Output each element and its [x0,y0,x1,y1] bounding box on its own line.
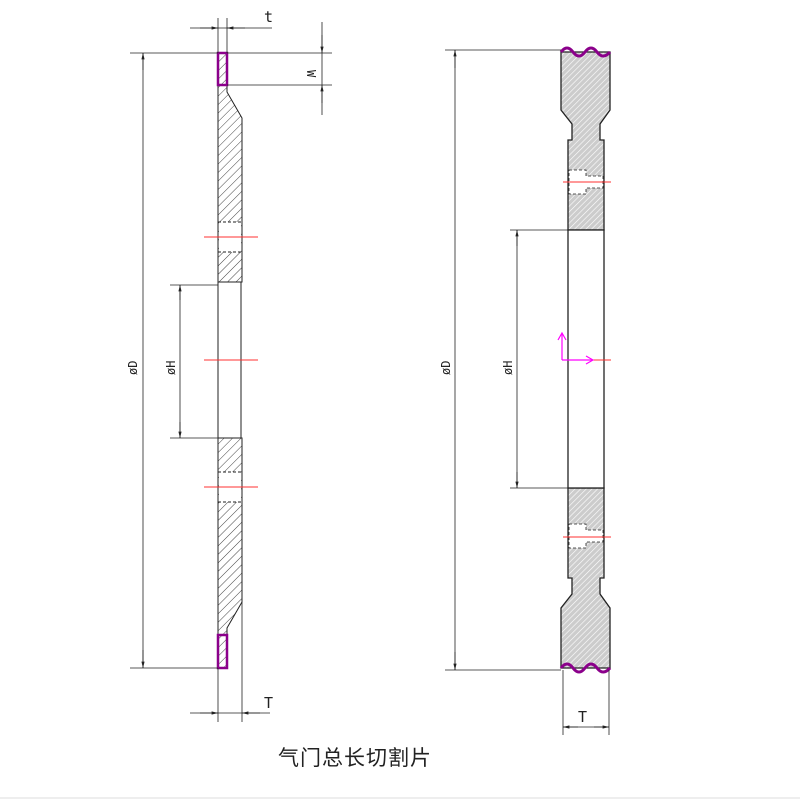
left-center-lines [204,236,258,488]
t-label: t [264,8,273,26]
w-label: W [304,70,318,78]
H-label-right: øH [501,361,515,375]
right-bore [567,229,605,489]
right-rim-top [559,46,612,58]
right-dimensions [445,49,610,735]
coordinate-axis-icon [557,331,595,365]
T-label-right: T [578,708,587,726]
right-rim-bottom [559,662,612,674]
left-dimensions [130,18,332,722]
D-label-left: øD [126,361,140,375]
drawing-caption: 气门总长切割片 [278,746,432,770]
T-label-left: T [264,694,273,712]
D-label-right: øD [439,361,453,375]
right-disk-top [560,51,611,231]
left-rim-top [216,51,229,87]
left-rim-bottom [216,633,229,670]
right-disk-bottom [560,487,611,669]
right-section-view [559,46,612,674]
H-label-left: øH [164,361,178,375]
left-disk-bottom [217,437,243,636]
